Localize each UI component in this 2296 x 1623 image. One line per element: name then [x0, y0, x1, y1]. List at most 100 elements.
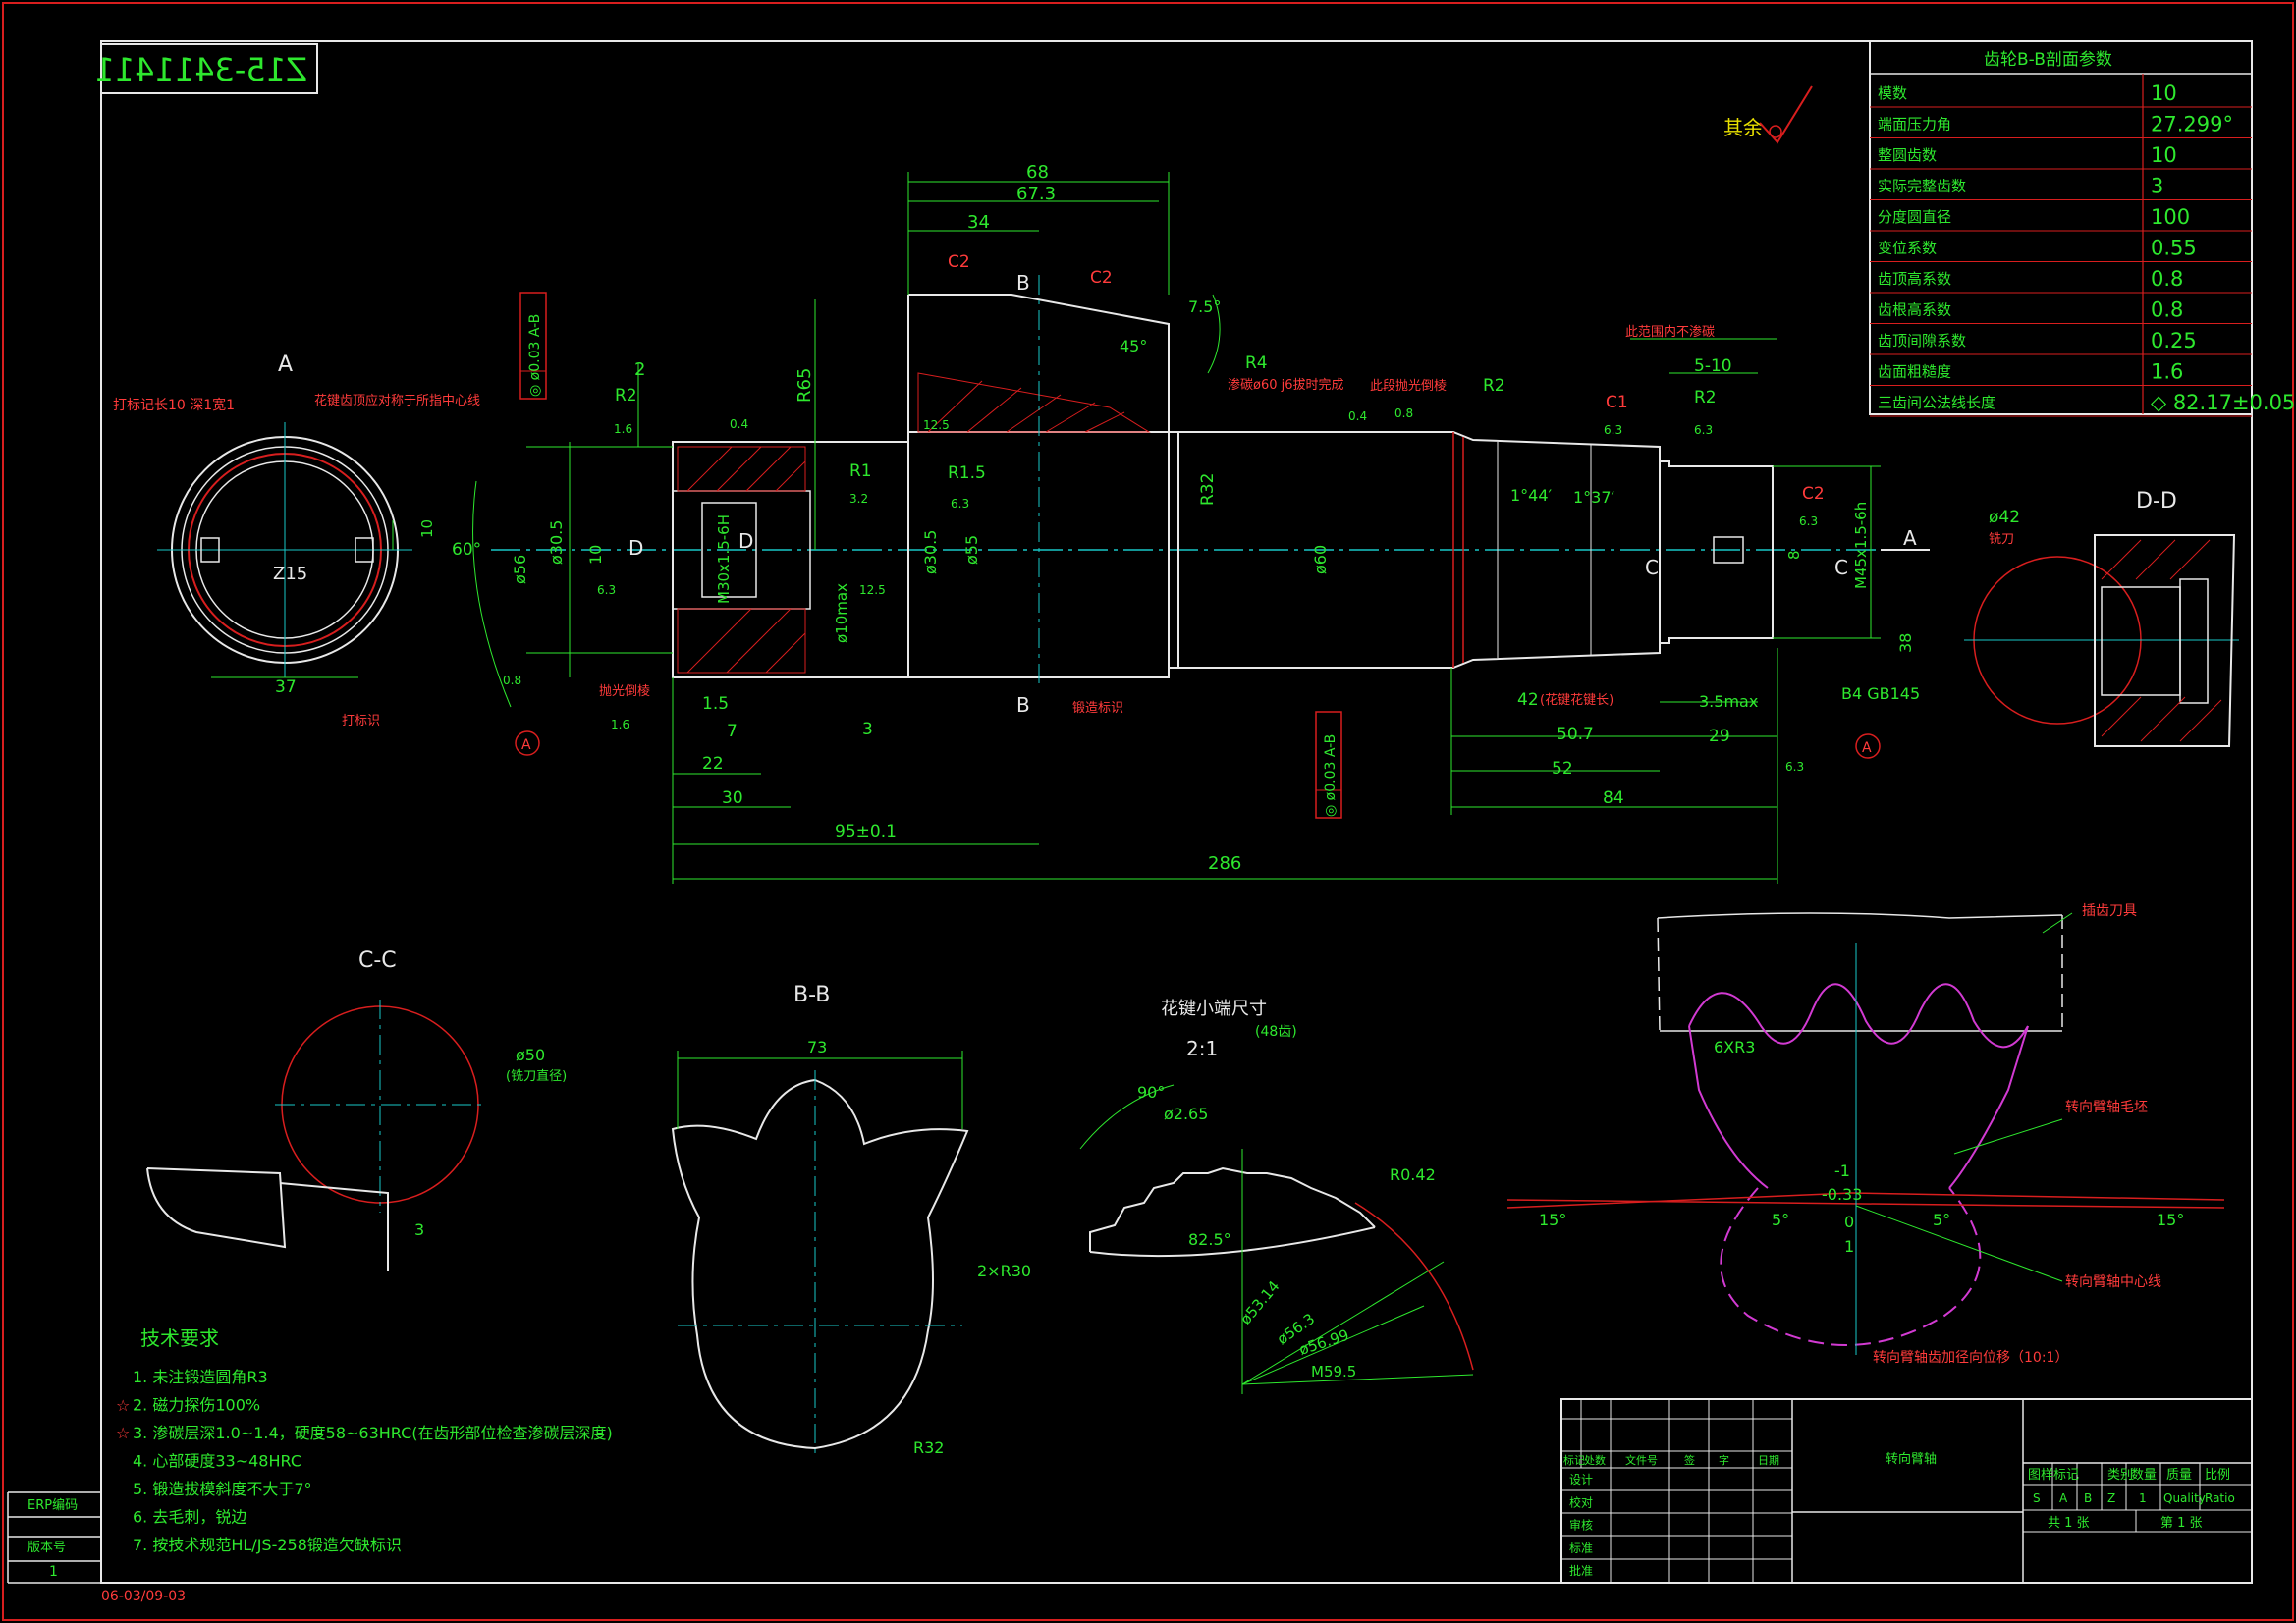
gear-row-label: 齿顶间隙系数	[1878, 332, 1966, 350]
dim-34: 34	[967, 212, 990, 233]
title-header2-cell: 类别	[2107, 1468, 2133, 1483]
spline-dim-90: 90°	[1137, 1083, 1165, 1102]
gear-row-value: 10	[2151, 143, 2177, 167]
dim-5-10: 5-10	[1694, 356, 1732, 376]
dim-3-5max: 3.5max	[1699, 692, 1758, 711]
title-sheet-no: 第 1 张	[2160, 1516, 2203, 1531]
svg-text:◎ ø0.03 A-B: ◎ ø0.03 A-B	[1323, 734, 1339, 817]
note-arm-centerline: 转向臂轴中心线	[2065, 1274, 2161, 1290]
tech-item: 4. 心部硬度33~48HRC	[133, 1452, 301, 1471]
dim-r2-right: R2	[1694, 388, 1717, 407]
dim-d10max: ø10max	[833, 583, 850, 643]
view-dd-title: D-D	[2136, 489, 2177, 514]
gear-row-value: 100	[2151, 205, 2190, 229]
date-code: 06-03/09-03	[101, 1589, 186, 1604]
section-label-b-bottom: B	[1016, 693, 1030, 717]
shaper-minus-1: -1	[1834, 1162, 1850, 1180]
view-bb-section	[671, 1051, 969, 1453]
roughness-1-6-a: 1.6	[614, 422, 632, 436]
title-value-cell: Z	[2107, 1491, 2115, 1505]
title-part-name: 转向臂轴	[1886, 1451, 1937, 1467]
title-header-cell: 处数	[1584, 1454, 1606, 1467]
dim-spline-length: (花键花键长)	[1540, 692, 1613, 708]
view-dd-section	[1964, 534, 2239, 747]
roughness-6-3-e: 6.3	[1799, 514, 1818, 528]
dim-68: 68	[1026, 162, 1049, 183]
drawing-number: Z15-3411411	[94, 51, 307, 88]
dim-m45: M45x1.5-6h	[1852, 502, 1870, 589]
main-shaft-view	[472, 172, 1925, 884]
view-arrow-a: A	[1903, 526, 1917, 550]
gear-table-title: 齿轮B-B剖面参数	[1984, 50, 2112, 70]
tech-item: 1. 未注锻造圆角R3	[133, 1368, 268, 1386]
tech-item: 3. 渗碳层深1.0~1.4，硬度58~63HRC(在齿形部位检查渗碳层深度)	[133, 1424, 613, 1442]
gear-row-label: 变位系数	[1878, 240, 1937, 257]
spline-dim-r042: R0.42	[1390, 1165, 1436, 1184]
dim-8: 8	[1785, 550, 1803, 560]
star-icon-2: ☆	[116, 1396, 130, 1415]
dim-10: 10	[586, 545, 605, 565]
gear-row-value: ◇ 82.17±0.05	[2151, 391, 2295, 414]
dim-r2-left: R2	[615, 386, 637, 406]
title-header2-cell: 比例	[2205, 1468, 2230, 1483]
title-header2-cell: 质量	[2166, 1468, 2192, 1483]
title-header-cell: 签	[1684, 1453, 1695, 1467]
note-radial-offset: 转向臂轴齿加径向位移（10:1）	[1873, 1350, 2068, 1366]
title-value-cell: A	[2059, 1491, 2068, 1505]
gear-row-label: 齿面粗糙度	[1878, 363, 1951, 381]
title-role-cell: 批准	[1569, 1563, 1593, 1578]
title-role-cell: 设计	[1569, 1473, 1593, 1487]
roughness-0-8-a: 0.8	[1394, 406, 1413, 420]
dim-b4: B4 GB145	[1841, 684, 1920, 703]
note-polish-section: 此段抛光倒棱	[1370, 378, 1447, 394]
dim-22: 22	[702, 754, 724, 774]
title-value-cell: Ratio	[2205, 1491, 2235, 1505]
gear-parameter-table	[1869, 40, 2253, 415]
dim-67-3: 67.3	[1016, 184, 1056, 204]
title-value-cell: 1	[2139, 1491, 2147, 1505]
dim-50-7: 50.7	[1557, 725, 1594, 744]
title-header-cell: 字	[1719, 1453, 1729, 1467]
dim-7-5: 7.5°	[1188, 298, 1221, 316]
gear-row-value: 27.299°	[2151, 113, 2233, 136]
view-dd-cutter-note: 铣刀	[1989, 532, 2014, 547]
roughness-symbol-icon	[1759, 85, 1813, 144]
gear-row-value: 0.8	[2151, 267, 2183, 291]
gear-row-value: 0.8	[2151, 298, 2183, 322]
shaper-angle-5-right: 5°	[1933, 1211, 1950, 1229]
note-spline-symmetric: 花键齿顶应对称于所指中心线	[314, 393, 480, 408]
section-hatching	[686, 380, 1125, 674]
dim-d42: ø42	[1989, 508, 2020, 527]
note-mark-length: 打标记长10 深1宽1	[113, 397, 235, 413]
shaper-angle-15-right: 15°	[2157, 1211, 2184, 1229]
dim-r1: R1	[849, 461, 872, 481]
spline-detail-view	[1079, 1084, 1474, 1394]
datum-a-left-label: A	[521, 737, 531, 753]
dim-1-37: 1°37′	[1573, 488, 1615, 507]
section-label-d-left: D	[629, 536, 643, 560]
dim-r65: R65	[794, 368, 815, 403]
datum-a-left	[515, 730, 540, 756]
dim-r32: R32	[1198, 473, 1218, 506]
dim-1-5: 1.5	[702, 694, 729, 714]
dim-7: 7	[727, 722, 738, 741]
gear-row-label: 分度圆直径	[1878, 208, 1951, 226]
spline-detail-scale: 2:1	[1186, 1037, 1218, 1060]
surface-note: 其余	[1723, 116, 1763, 139]
view-a-angle-60: 60°	[452, 540, 481, 560]
title-header2-cell: 数量	[2131, 1468, 2157, 1483]
dim-d30-5-left: ø30.5	[547, 520, 566, 565]
title-value-cell: S	[2033, 1491, 2041, 1505]
dim-95: 95±0.1	[835, 822, 897, 841]
roughness-12-5-a: 12.5	[923, 418, 950, 432]
tolerance-frame-middle: ◎ ø0.03 A-B	[1315, 711, 1342, 819]
dim-42: 42	[1517, 690, 1539, 710]
roughness-6-3-b: 6.3	[951, 497, 969, 511]
title-block-header2: 图样标记类别数量质量比例	[2028, 1468, 2230, 1483]
spline-dim-d265: ø2.65	[1164, 1105, 1208, 1123]
note-forging-mark: 锻造标识	[1072, 701, 1123, 716]
title-sheet-total: 共 1 张	[2048, 1516, 2090, 1531]
